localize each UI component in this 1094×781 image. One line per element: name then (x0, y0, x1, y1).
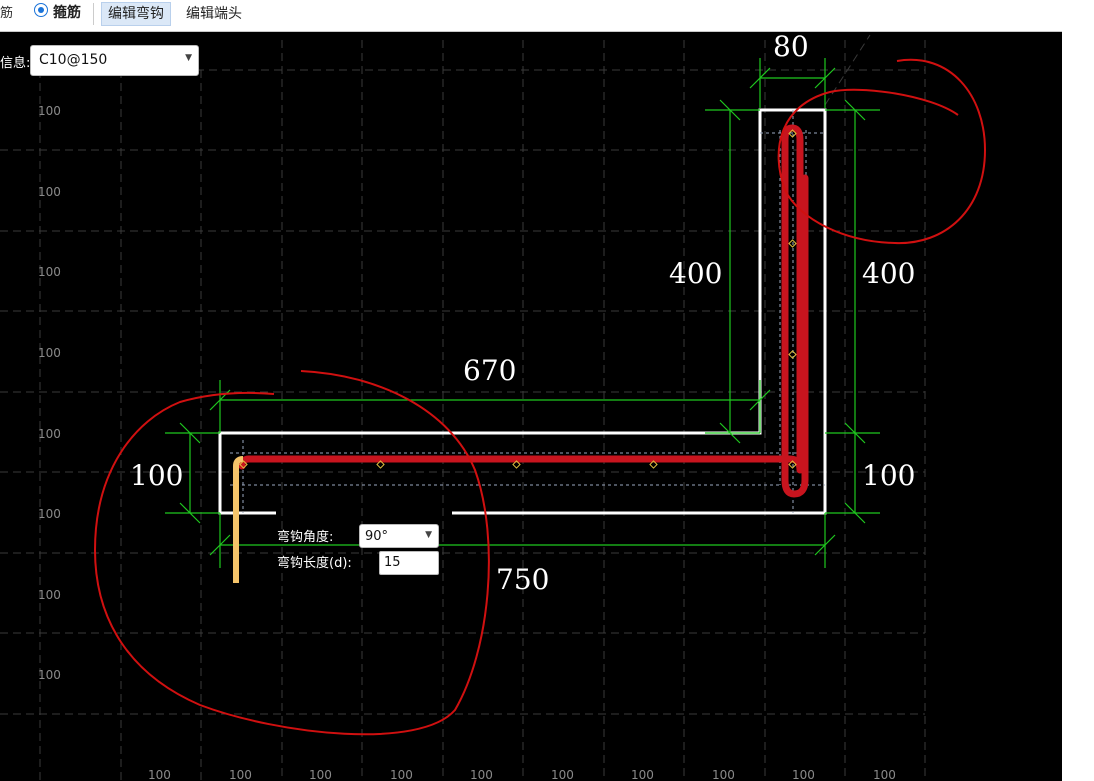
grid-label: 100 (873, 768, 896, 781)
rebar-spec-select[interactable]: C10@150 ▼ (30, 45, 199, 76)
grid-label: 100 (38, 668, 61, 682)
grid-label: 100 (309, 768, 332, 781)
annotation-circle-top (777, 58, 987, 245)
grid-label: 100 (792, 768, 815, 781)
grid-label: 100 (229, 768, 252, 781)
hook-length-input[interactable]: 15 (379, 551, 439, 575)
grid-bottom-labels: 100 100 100 100 100 100 100 100 100 100 (148, 768, 896, 781)
tab-edit-hook[interactable]: 编辑弯钩 (101, 2, 171, 26)
rebar-info-label: 信息: (0, 56, 31, 71)
grid-label: 100 (390, 768, 413, 781)
grid-label: 100 (38, 185, 61, 199)
dim-outer-length: 750 (496, 563, 549, 596)
rebar-spec-value: C10@150 (39, 52, 108, 68)
dimension-lines (165, 58, 880, 568)
grid-label: 100 (38, 427, 61, 441)
annotation-circle-bottom (93, 370, 490, 736)
dim-inner-length: 670 (463, 354, 516, 387)
dropdown-arrow-icon: ▼ (425, 530, 432, 540)
grid-label: 100 (38, 104, 61, 118)
grid-left-labels: 100 100 100 100 100 100 100 100 (38, 104, 61, 682)
tab-edit-end[interactable]: 编辑端头 (186, 6, 242, 22)
toolbar: 筋 箍筋 编辑弯钩 编辑端头 (0, 0, 1062, 32)
right-panel-edge (1062, 0, 1094, 781)
dim-left-thickness: 100 (130, 459, 183, 492)
grid-label: 100 (38, 346, 61, 360)
grid-label: 100 (38, 265, 61, 279)
dim-top-width: 80 (773, 30, 809, 63)
stirrup-radio[interactable] (34, 3, 48, 17)
hook-rebar[interactable] (233, 456, 244, 583)
hook-angle-select[interactable]: 90° ▼ (359, 524, 439, 548)
hook-length-label: 弯钩长度(d): (277, 556, 352, 571)
dim-inner-height: 400 (669, 257, 722, 290)
stirrup-rebar[interactable] (238, 124, 809, 498)
toolbar-clipped-label: 筋 (0, 6, 14, 21)
stirrup-radio-label[interactable]: 箍筋 (53, 5, 81, 21)
dim-right-thickness: 100 (862, 459, 915, 492)
grid-lines (0, 34, 926, 781)
grid-label: 100 (712, 768, 735, 781)
dim-outer-height: 400 (862, 257, 915, 290)
grid-label: 100 (631, 768, 654, 781)
dropdown-arrow-icon: ▼ (185, 53, 192, 63)
vertex-markers (239, 129, 797, 469)
grid-label: 100 (148, 768, 171, 781)
grid-label: 100 (551, 768, 574, 781)
grid-label: 100 (38, 588, 61, 602)
section-outline (218, 108, 827, 515)
grid-label: 100 (470, 768, 493, 781)
hook-angle-label: 弯钩角度: (277, 530, 334, 545)
toolbar-divider (93, 3, 94, 25)
hook-angle-value: 90° (365, 529, 389, 544)
grid-label: 100 (38, 507, 61, 521)
